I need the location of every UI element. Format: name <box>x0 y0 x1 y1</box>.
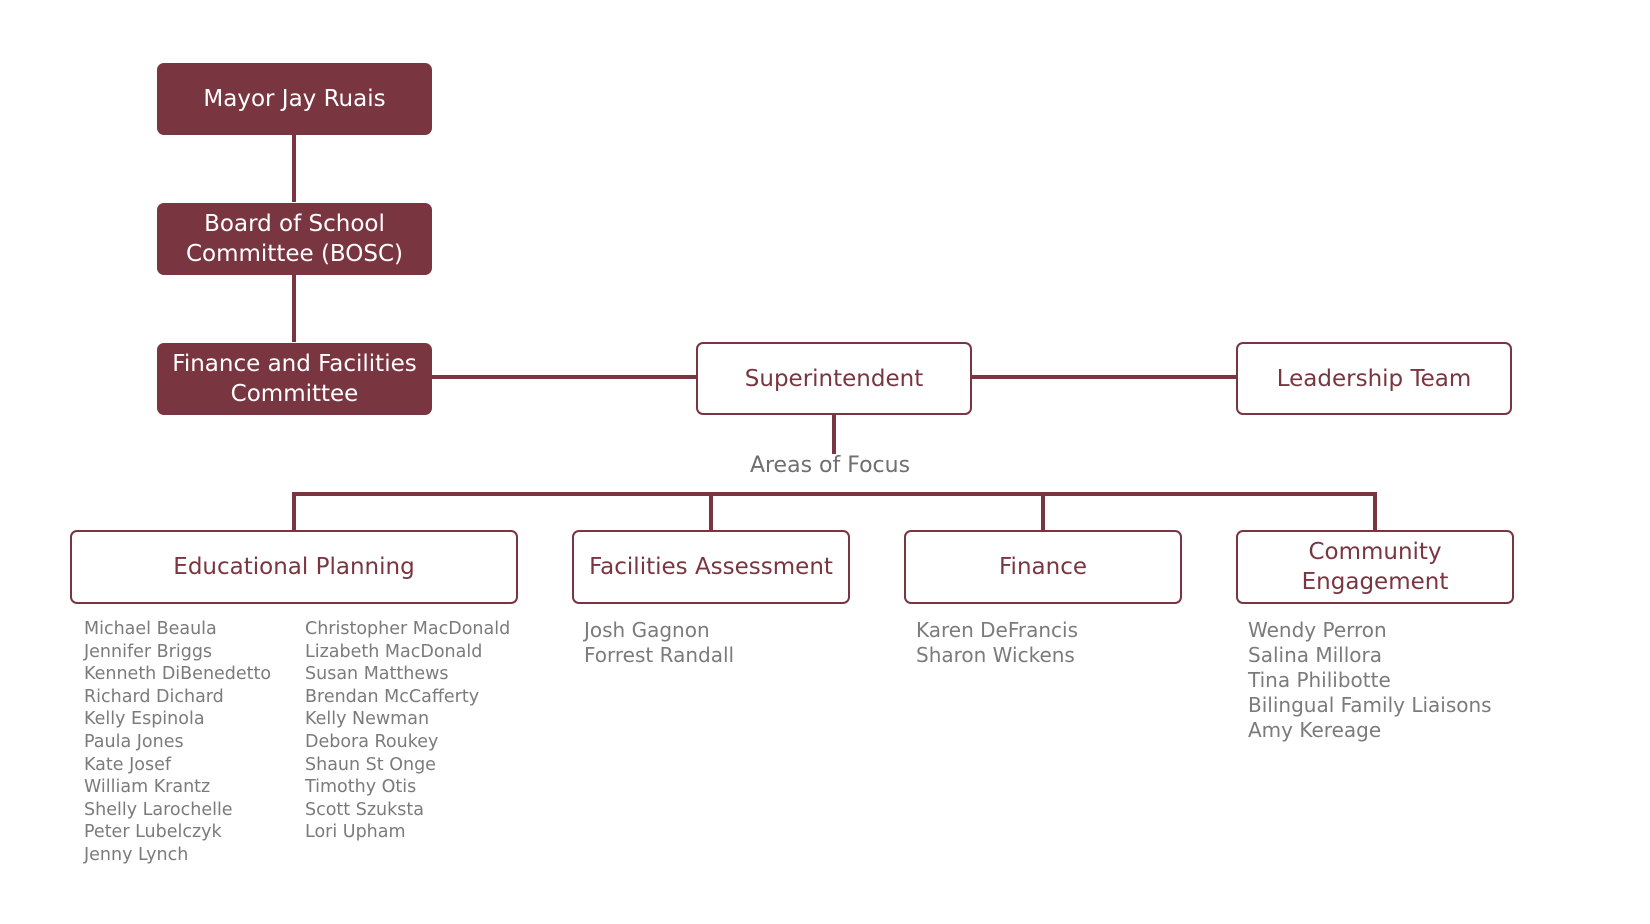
list-item: Bilingual Family Liaisons <box>1248 693 1492 717</box>
list-item: Amy Kereage <box>1248 718 1382 742</box>
list-item: Lizabeth MacDonald <box>305 641 483 662</box>
list-item: Sharon Wickens <box>916 643 1075 667</box>
list-item: Jennifer Briggs <box>84 641 213 662</box>
list-item: Christopher MacDonald <box>305 619 511 639</box>
areas-of-focus-label: Areas of Focus <box>749 453 911 478</box>
finance-committee-box: Finance and Facilities Committee <box>157 343 432 415</box>
community-engagement-members: Wendy Perron Salina Millora Tina Philibo… <box>1248 618 1492 743</box>
educational-planning-title: Educational Planning <box>173 554 415 580</box>
list-item: Debora Roukey <box>305 731 439 752</box>
list-item: Shaun St Onge <box>305 754 436 775</box>
list-item: Brendan McCafferty <box>305 686 480 707</box>
educational-planning-members-col2: Christopher MacDonald Lizabeth MacDonald… <box>305 618 510 844</box>
community-engagement-title: Community Engagement <box>1301 539 1449 595</box>
facilities-assessment-title: Facilities Assessment <box>589 554 833 580</box>
list-item: Jenny Lynch <box>84 844 189 865</box>
list-item: William Krantz <box>84 777 211 798</box>
list-item: Peter Lubelczyk <box>84 822 222 843</box>
list-item: Shelly Larochelle <box>84 799 233 820</box>
list-item: Timothy Otis <box>305 777 417 798</box>
mayor-box: Mayor Jay Ruais <box>157 63 432 135</box>
board-label: Board of School Committee (BOSC) <box>185 211 404 267</box>
list-item: Scott Szuksta <box>305 799 424 820</box>
list-item: Richard Dichard <box>84 686 224 707</box>
list-item: Kelly Newman <box>305 709 430 730</box>
list-item: Forrest Randall <box>584 643 735 667</box>
educational-planning-box: Educational Planning <box>70 530 518 604</box>
list-item: Susan Matthews <box>305 664 449 685</box>
facilities-assessment-members: Josh Gagnon Forrest Randall <box>584 618 734 668</box>
list-item: Kate Josef <box>84 754 171 775</box>
list-item: Tina Philibotte <box>1248 668 1391 692</box>
superintendent-label: Superintendent <box>744 365 924 392</box>
list-item: Kelly Espinola <box>84 709 205 730</box>
list-item: Wendy Perron <box>1248 618 1387 642</box>
leadership-team-box: Leadership Team <box>1236 342 1512 415</box>
facilities-assessment-box: Facilities Assessment <box>572 530 850 604</box>
list-item: Salina Millora <box>1248 643 1382 667</box>
finance-members: Karen DeFrancis Sharon Wickens <box>916 618 1078 668</box>
board-box: Board of School Committee (BOSC) <box>157 203 432 275</box>
leadership-team-label: Leadership Team <box>1276 365 1472 392</box>
superintendent-box: Superintendent <box>696 342 972 415</box>
list-item: Karen DeFrancis <box>916 618 1079 642</box>
finance-committee-label: Finance and Facilities Committee <box>172 351 417 407</box>
finance-title: Finance <box>999 554 1087 580</box>
community-engagement-box: Community Engagement <box>1236 530 1514 604</box>
list-item: Michael Beaula <box>84 619 217 639</box>
list-item: Josh Gagnon <box>584 618 710 642</box>
mayor-label: Mayor Jay Ruais <box>203 86 386 112</box>
finance-box: Finance <box>904 530 1182 604</box>
list-item: Kenneth DiBenedetto <box>84 664 272 685</box>
educational-planning-members-col1: Michael Beaula Jennifer Briggs Kenneth D… <box>84 618 271 867</box>
list-item: Lori Upham <box>305 822 406 843</box>
list-item: Paula Jones <box>84 731 184 752</box>
